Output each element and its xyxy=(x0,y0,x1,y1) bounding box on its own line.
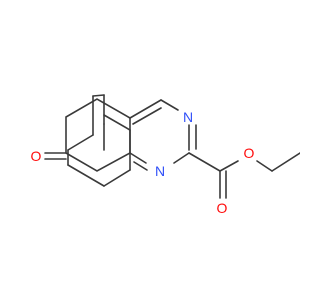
atom-n1: N xyxy=(155,163,165,179)
atom-n3: N xyxy=(183,109,193,125)
bond-oether-ch2 xyxy=(256,160,273,172)
structure-canvas: O N N O O xyxy=(30,94,300,216)
bond-c8a-c4a xyxy=(103,169,131,187)
atom-labels: O N N O O xyxy=(31,109,255,216)
bond-c6-c7 xyxy=(67,134,94,151)
bond-c4-c4-double xyxy=(132,107,162,125)
bond-ccarbonyl-oether xyxy=(219,160,239,172)
bond-c2-n1 xyxy=(173,152,190,164)
atom-o-ester-carbonyl: O xyxy=(217,200,228,216)
bond-c8-c8a xyxy=(67,164,105,187)
atom-o-ketone: O xyxy=(31,148,42,164)
bond-c2-ccarbonyl xyxy=(188,152,221,172)
bond-c4-c5 xyxy=(103,114,131,131)
bond-saturated-ring xyxy=(65,98,131,172)
bond-ch2-ch3 xyxy=(271,152,300,172)
bond-c4a-c4 xyxy=(129,99,162,119)
molecule-diagram: O N N O O xyxy=(31,94,300,216)
bond-n1-c8a-double xyxy=(133,161,148,171)
atom-o-ester-ether: O xyxy=(244,145,255,161)
bond-c4-n3 xyxy=(160,99,179,111)
bond-c5-c4a xyxy=(92,94,105,97)
bond-n1-c8a xyxy=(129,152,147,164)
bonds xyxy=(44,94,300,199)
